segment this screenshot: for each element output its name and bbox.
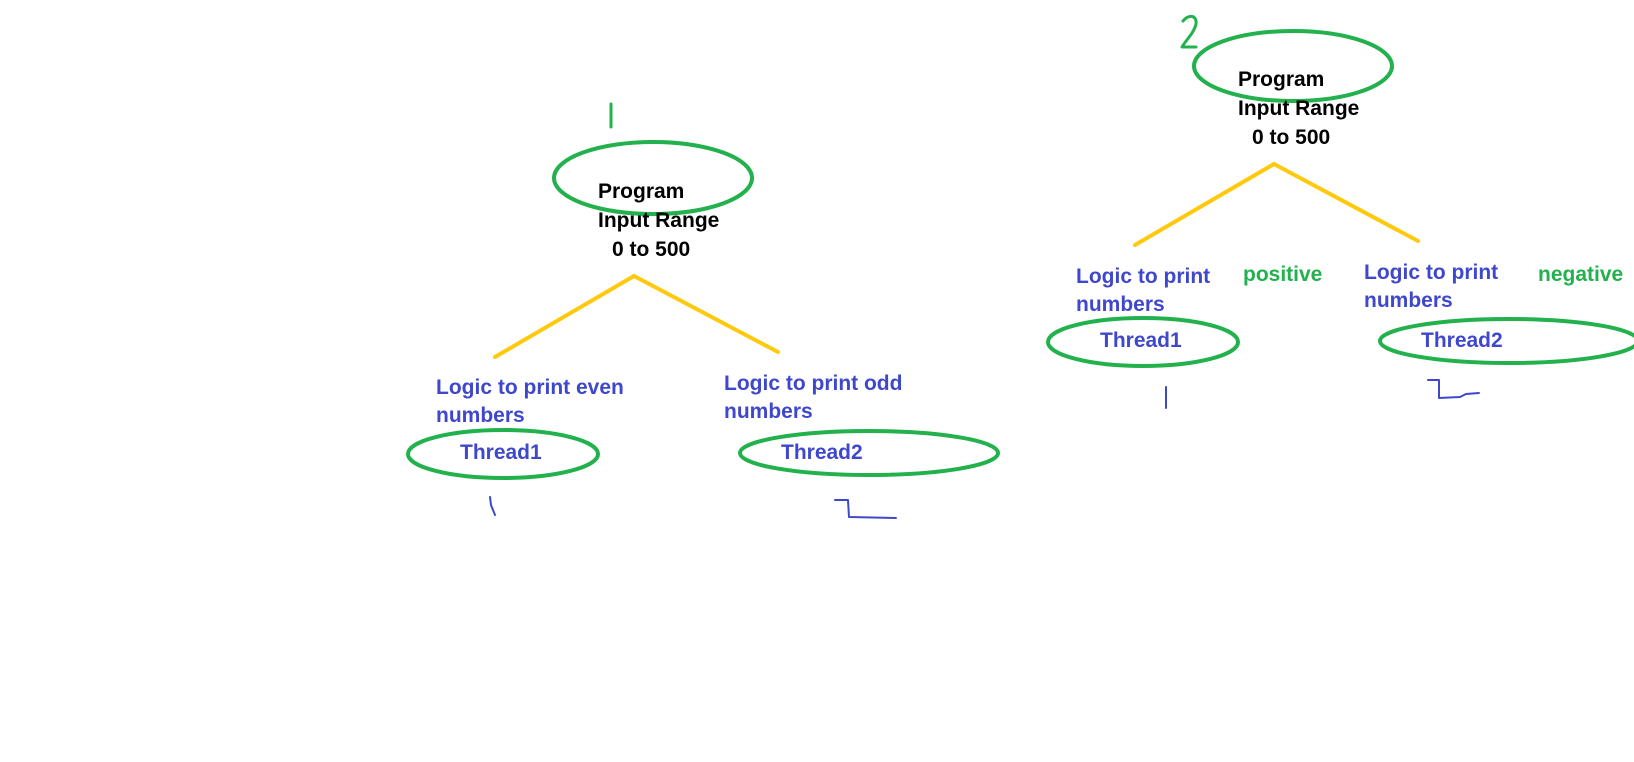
diagram-2-left-logic-line1: Logic to print: [1076, 265, 1211, 288]
diagram-2-left-branch: [1133, 162, 1276, 247]
diagram-1-left-branch: [493, 274, 636, 359]
diagram-1-left-logic-line2: numbers: [436, 404, 525, 427]
diagram-2-program-ellipse: [1192, 29, 1394, 103]
diagram-1-right-branch: [632, 274, 780, 354]
diagram-2-thread1-ellipse: [1046, 316, 1240, 368]
diagram-1-program-ellipse: [552, 140, 754, 216]
diagram-1: [406, 102, 1000, 519]
diagram-2-input-range-label: Input Range: [1238, 97, 1360, 120]
diagram-2-left-logic-line2: numbers: [1076, 293, 1165, 316]
diagram-2-right-logic-line1: Logic to print: [1364, 261, 1499, 284]
diagram-2-range-value: 0 to 500: [1252, 126, 1331, 149]
diagram-1-range-value: 0 to 500: [612, 238, 691, 261]
diagram-1-left-logic-line1: Logic to print even: [436, 376, 624, 399]
diagram-1-program-title: Program: [598, 180, 685, 203]
diagram-2: [1046, 15, 1634, 409]
diagram-2-program-title: Program: [1238, 68, 1325, 91]
diagram-2-thread2-ellipse: [1378, 317, 1634, 365]
diagram-1-thread1-mark-stroke: [489, 496, 496, 516]
diagram-1-right-logic-line1: Logic to print odd: [724, 372, 903, 395]
diagram-1-thread1-ellipse: [406, 428, 600, 480]
diagram-2-right-logic-line2: numbers: [1364, 289, 1453, 312]
diagram-1-right-logic-line2: numbers: [724, 400, 813, 423]
diagram-2-thread1-label: Thread1: [1100, 329, 1182, 352]
diagram-2-positive-annotation: positive: [1243, 263, 1323, 286]
diagram-1-thread1-label: Thread1: [460, 441, 542, 464]
diagram-2-negative-annotation: negative: [1536, 261, 1624, 288]
diagram-2-thread2-mark-stroke: [1427, 379, 1480, 399]
diagram-2-marker-stroke: [1180, 15, 1198, 49]
diagram-1-thread2-ellipse: [738, 429, 1000, 477]
diagram-2-thread2-label: Thread2: [1421, 329, 1503, 352]
diagram-1-thread2-label: Thread2: [781, 441, 863, 464]
diagram-1-thread2-mark-stroke: [834, 499, 897, 519]
diagram-2-right-branch: [1272, 162, 1420, 243]
diagram-1-input-range-label: Input Range: [598, 209, 720, 232]
